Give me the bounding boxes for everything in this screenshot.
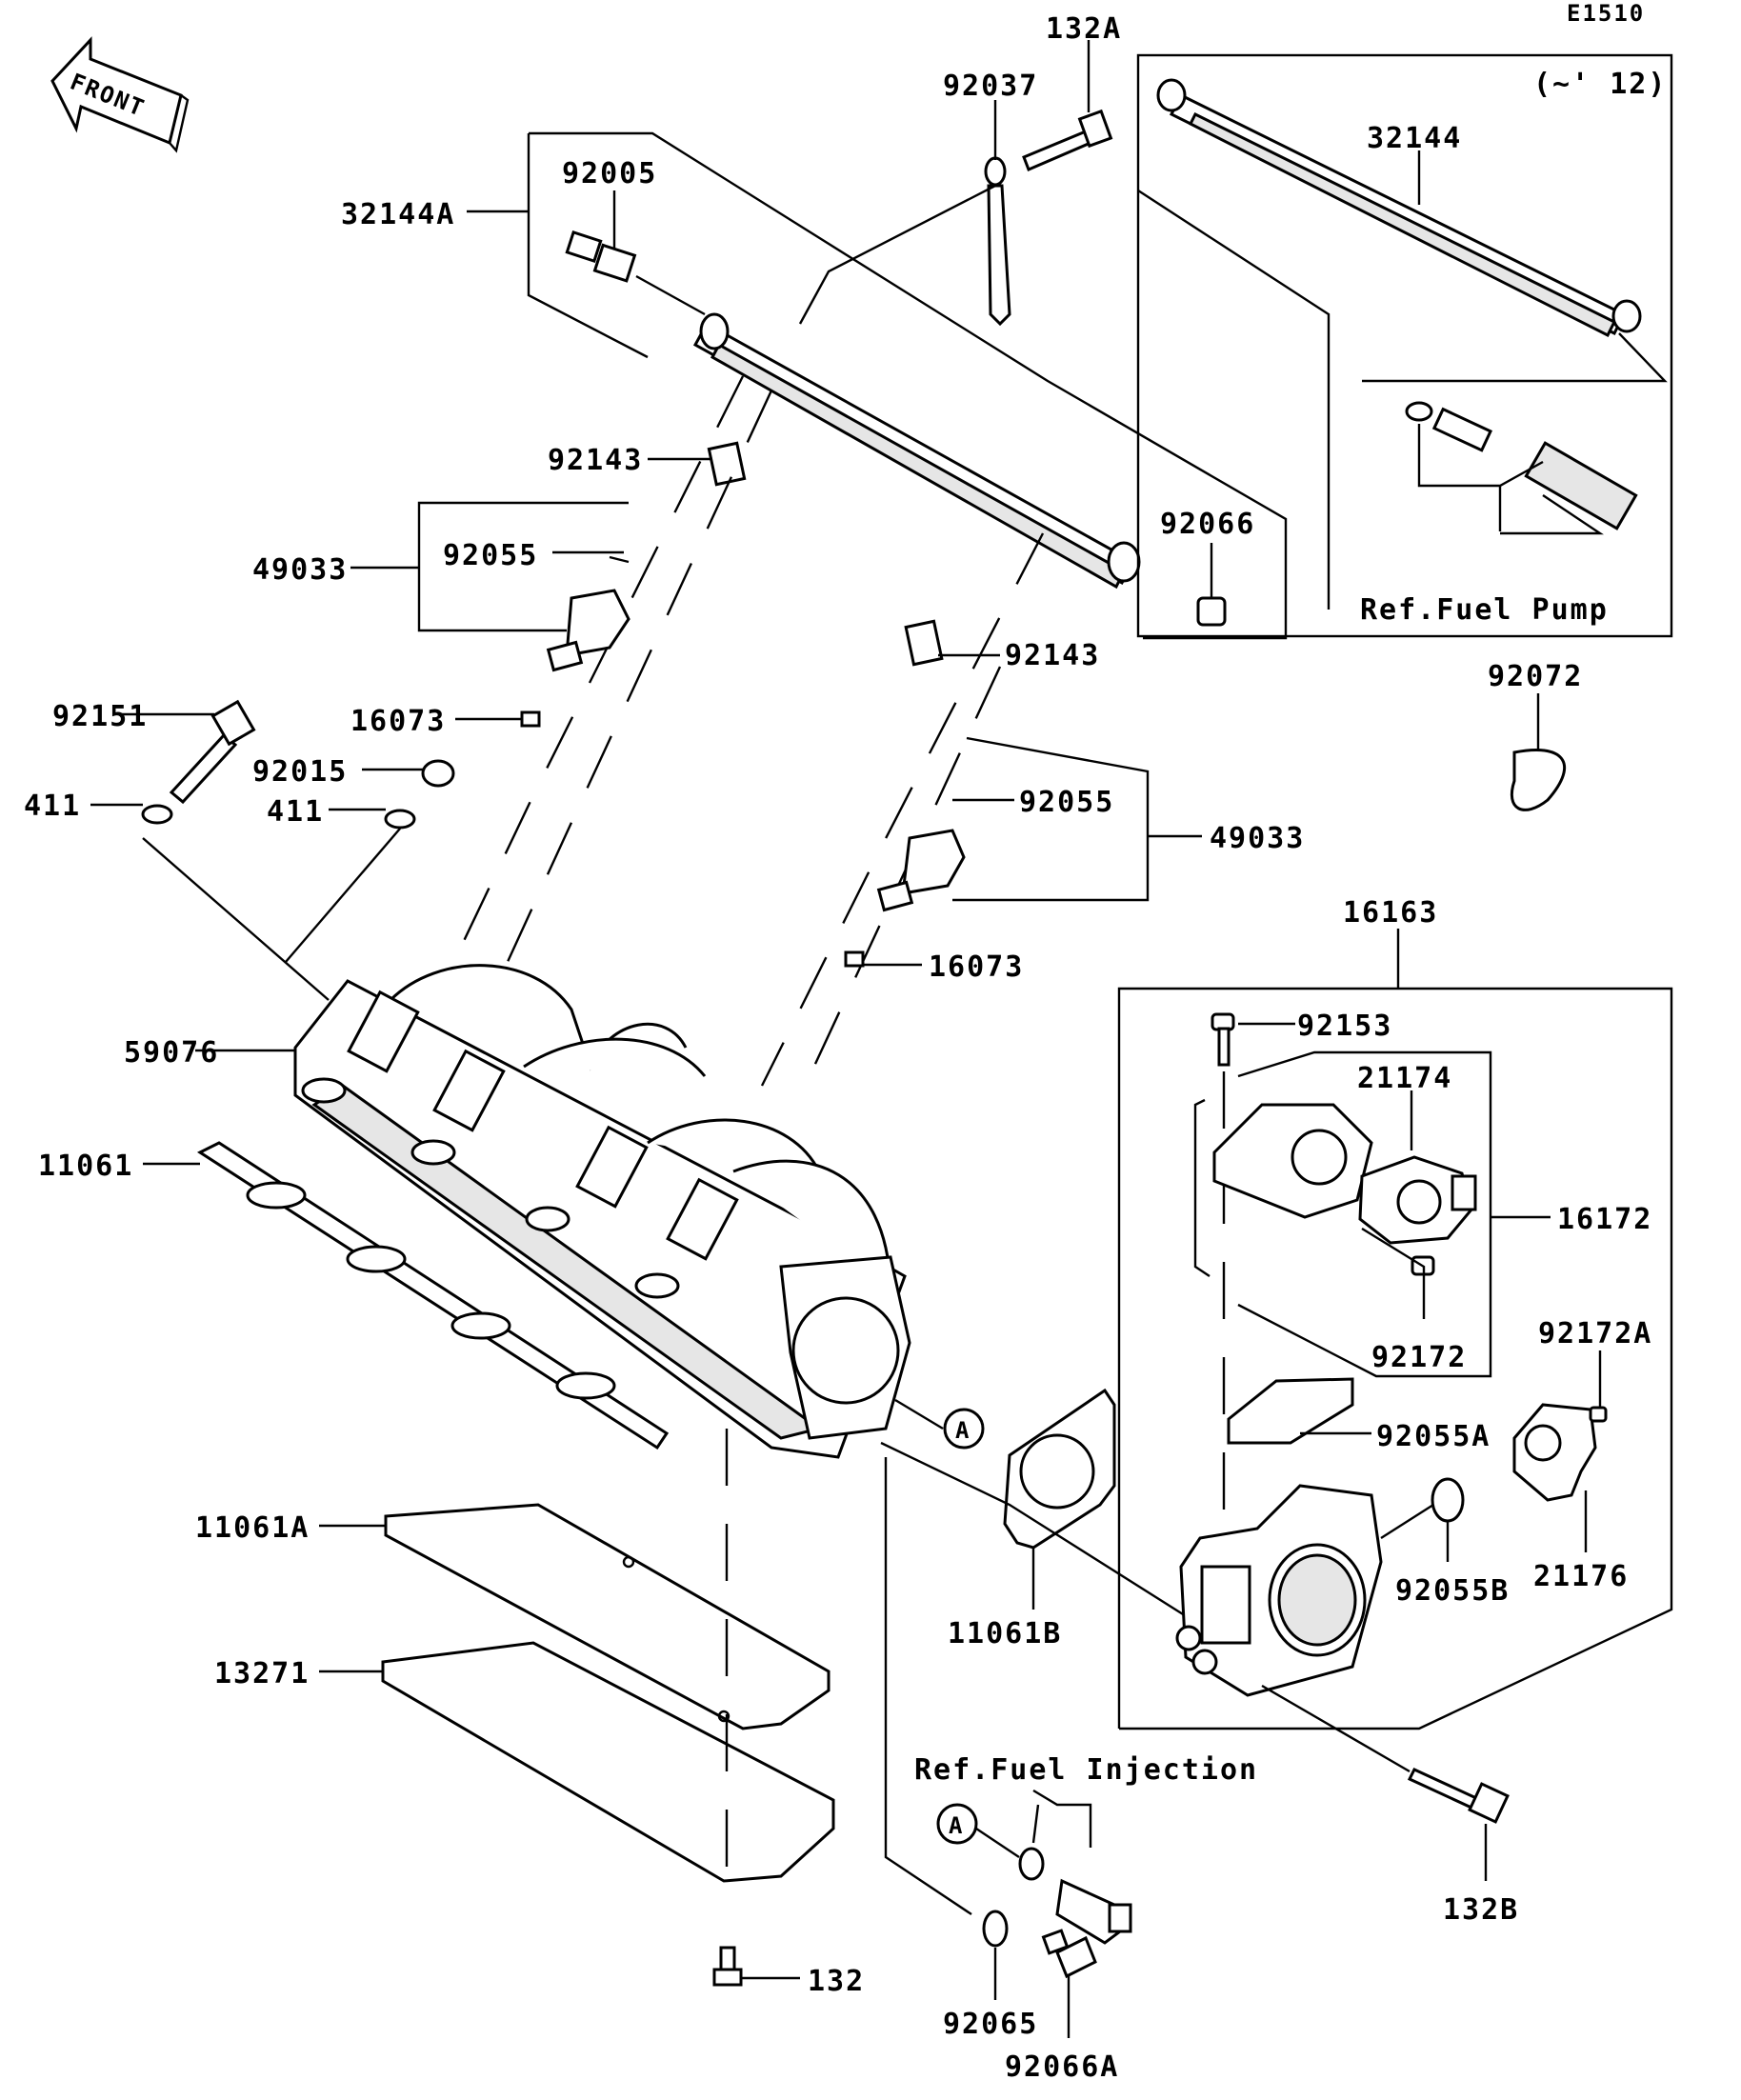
bolt-132B: [1407, 1768, 1510, 1824]
o-ring-92055B: [1431, 1477, 1465, 1523]
assembly-outline-49033-right: [952, 736, 1150, 902]
label-11061A: 11061A: [195, 1511, 310, 1545]
fuel-delivery-pipe-32144: [1156, 78, 1642, 338]
label-13271: 13271: [214, 1657, 310, 1690]
label-132B: 132B: [1443, 1893, 1519, 1927]
intake-manifold-59076: [293, 964, 911, 1459]
label-92015: 92015: [252, 755, 348, 789]
gasket-11061B: [1003, 1388, 1116, 1550]
label-92172: 92172: [1371, 1341, 1467, 1374]
label-92055-left: 92055: [443, 539, 538, 572]
label-132: 132: [808, 1965, 865, 1998]
label-92055A: 92055A: [1376, 1420, 1491, 1453]
spacer-92143-left: [707, 441, 747, 487]
plate-13271: [381, 1641, 835, 1883]
label-92055-right: 92055: [1019, 786, 1114, 819]
label-92065: 92065: [943, 2008, 1038, 2041]
bolt-132A: [1022, 109, 1113, 171]
label-16172: 16172: [1557, 1203, 1652, 1236]
assembly-outline-32144A: [527, 133, 649, 359]
throttle-body: [1175, 1484, 1383, 1697]
idle-actuator: [1358, 1155, 1477, 1245]
label-49033-left: 49033: [252, 553, 348, 587]
label-411-left: 411: [24, 790, 81, 823]
assembly-outline-32144-pre-2012: [1136, 53, 1673, 638]
label-32144A: 32144A: [341, 198, 455, 231]
label-49033-right: 49033: [1210, 822, 1305, 855]
front-arrow-icon: FRONT: [50, 36, 190, 153]
cap-92066: [1196, 596, 1227, 627]
callout-A-manifold-label: A: [955, 1417, 971, 1444]
diagram-code: E1510: [1567, 0, 1645, 27]
label-92037: 92037: [943, 70, 1038, 103]
label-411-right: 411: [267, 795, 324, 829]
label-16163: 16163: [1343, 896, 1438, 930]
assembly-outline-16172: [1237, 1050, 1492, 1378]
label-92005: 92005: [562, 157, 657, 190]
label-92153: 92153: [1297, 1010, 1392, 1043]
label-92066: 92066: [1160, 508, 1255, 541]
washer-411-right: [384, 809, 416, 830]
callout-A-ref-label: A: [949, 1812, 964, 1839]
screw-92172A: [1589, 1406, 1608, 1423]
o-ring-16073-left: [520, 710, 541, 728]
gasket-11061A: [384, 1503, 830, 1730]
washer-92065: [982, 1910, 1009, 1948]
label-92055B: 92055B: [1395, 1574, 1510, 1608]
spacer-92143-right: [904, 619, 944, 667]
bolt-132: [712, 1946, 743, 1987]
label-32144: 32144: [1367, 122, 1462, 155]
ref-fuel-pump-label: Ref.Fuel Pump: [1360, 593, 1609, 627]
assembly-outline-16163: [1117, 987, 1673, 1730]
label-92172A: 92172A: [1538, 1317, 1652, 1350]
injector-49033-left: [546, 589, 630, 672]
plug-92066A: [1041, 1929, 1097, 1979]
gasket-92055A: [1227, 1377, 1354, 1445]
gasket-11061: [196, 1141, 670, 1450]
sensor-plate-21174: [1212, 1103, 1373, 1219]
label-11061B: 11061B: [948, 1617, 1062, 1650]
fitting-92005: [565, 230, 706, 316]
label-59076: 59076: [124, 1036, 219, 1070]
label-132A: 132A: [1046, 12, 1122, 46]
fuel-delivery-pipe-32144A: [692, 312, 1141, 590]
label-16073-left: 16073: [350, 705, 446, 738]
screw-92153: [1211, 1012, 1235, 1067]
bolt-92151: [169, 699, 256, 805]
clip-92072: [1510, 748, 1567, 811]
year-note: (~' 12): [1533, 68, 1667, 101]
o-ring-16073-right: [844, 950, 865, 968]
hose-clamp-ref: [1405, 401, 1638, 530]
label-16073-right: 16073: [929, 950, 1024, 984]
clamp-92037: [984, 156, 1011, 327]
label-92072: 92072: [1488, 660, 1583, 693]
ref-fuel-injection-label: Ref.Fuel Injection: [914, 1753, 1258, 1787]
injector-49033-right: [876, 829, 966, 912]
label-92143-left: 92143: [548, 444, 643, 477]
label-21176: 21176: [1533, 1560, 1629, 1593]
callout-A-ref: [936, 1803, 978, 1845]
o-ring-ref-sensor: [1018, 1847, 1045, 1881]
label-92066A: 92066A: [1005, 2050, 1119, 2084]
nut-92015: [421, 759, 455, 788]
callout-A-manifold: [943, 1408, 985, 1450]
label-21174: 21174: [1357, 1062, 1452, 1095]
sensor-21176: [1512, 1403, 1597, 1502]
temperature-sensor-ref: [1055, 1878, 1132, 1945]
washer-411-left: [141, 804, 173, 825]
label-11061: 11061: [38, 1150, 133, 1183]
label-92143-right: 92143: [1005, 639, 1100, 672]
label-92151: 92151: [52, 700, 148, 733]
